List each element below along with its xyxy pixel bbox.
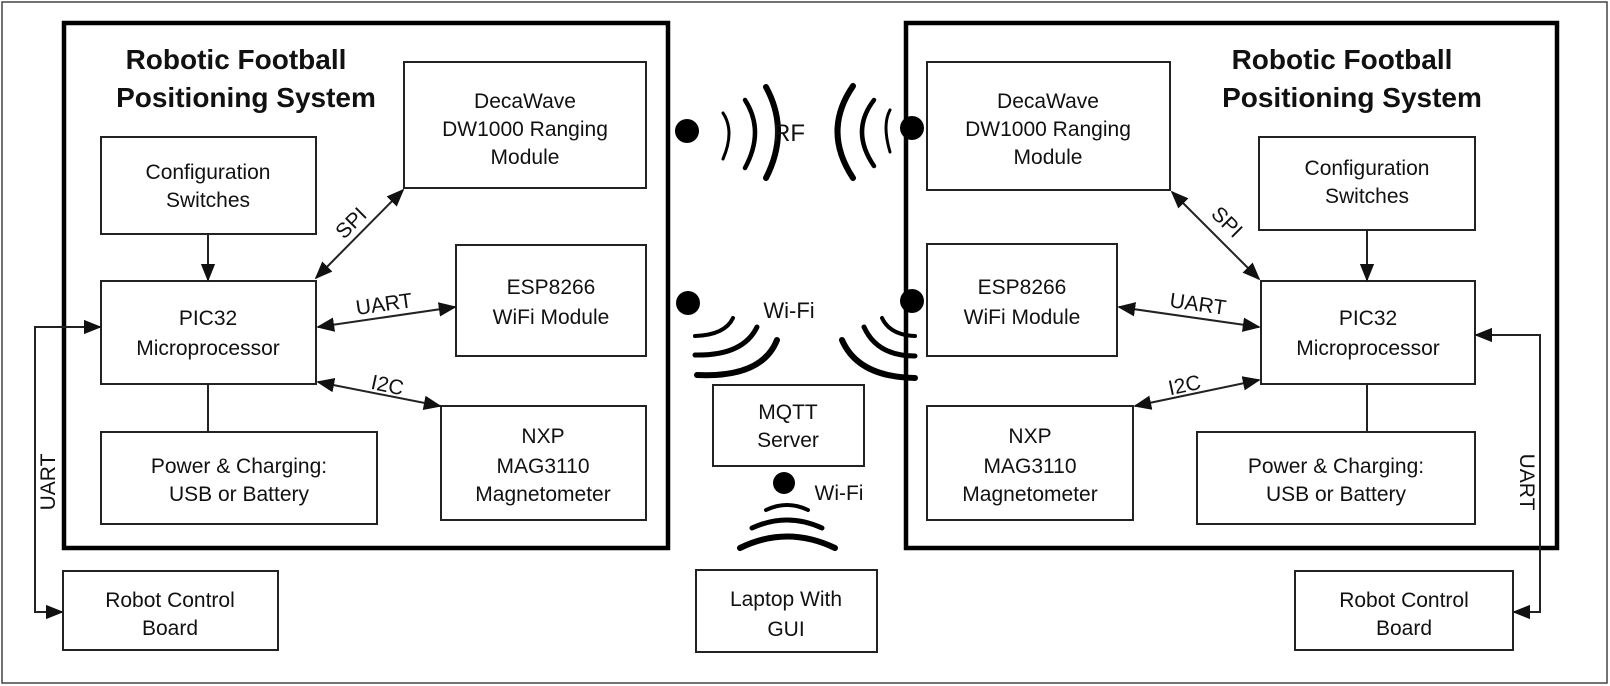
left-robot-control-box: Robot Control Board (62, 570, 279, 651)
right-wifi-antenna-icon (900, 289, 924, 313)
left-rf-wave-icon (721, 111, 731, 161)
right-decawave-line2: DW1000 Ranging (965, 118, 1131, 141)
right-power-line1: Power & Charging: (1248, 455, 1424, 478)
left-robot-uart-label: UART (37, 453, 60, 510)
right-spi-label: SPI (1206, 202, 1246, 242)
left-pic32-box: PIC32 Microprocessor (100, 280, 317, 385)
left-title-line2: Positioning System (116, 82, 376, 113)
left-i2c-label: I2C (369, 371, 406, 400)
right-title-line2: Positioning System (1222, 82, 1482, 113)
right-config-box: Configuration Switches (1258, 136, 1476, 231)
right-nxp-line3: Magnetometer (962, 483, 1097, 506)
left-nxp-box: NXP MAG3110 Magnetometer (440, 405, 647, 521)
mqtt-line1: MQTT (758, 401, 818, 424)
right-title-line1: Robotic Football (1232, 44, 1453, 75)
right-config-line1: Configuration (1305, 157, 1430, 180)
right-pic32-box: PIC32 Microprocessor (1260, 280, 1476, 385)
left-config-line1: Configuration (146, 161, 271, 184)
left-node-panel: Robotic Football Positioning System Deca… (61, 20, 671, 551)
right-rf-antenna-icon (900, 116, 924, 140)
left-robot-uart-arrow (34, 319, 102, 620)
wifi-label: Wi-Fi (763, 298, 814, 323)
right-esp-line2: WiFi Module (964, 306, 1081, 329)
right-power-box: Power & Charging: USB or Battery (1196, 431, 1476, 525)
right-esp-line1: ESP8266 (978, 276, 1067, 299)
right-pic32-line2: Microprocessor (1296, 337, 1440, 360)
right-panel-border (903, 20, 1560, 551)
right-robot-uart-arrow (1474, 327, 1541, 620)
laptop-line1: Laptop With (730, 588, 842, 611)
left-nxp-line1: NXP (521, 425, 564, 448)
left-panel-border (61, 20, 671, 551)
right-spi-arrow (1170, 190, 1261, 281)
left-spi-label: SPI (331, 203, 371, 243)
left-esp-line1: ESP8266 (507, 276, 596, 299)
right-robot-line2: Board (1376, 617, 1432, 640)
left-decawave-line2: DW1000 Ranging (442, 118, 608, 141)
left-decawave-line3: Module (491, 146, 560, 169)
left-title-line1: Robotic Football (126, 44, 347, 75)
rf-label: RF (773, 120, 805, 147)
right-robot-control-box: Robot Control Board (1294, 570, 1514, 651)
left-spi-arrow (314, 188, 405, 280)
right-i2c-label: I2C (1166, 371, 1203, 400)
left-rf-antenna-icon (675, 119, 699, 143)
left-pic32-line2: Microprocessor (136, 337, 280, 360)
right-decawave-line1: DecaWave (997, 90, 1099, 113)
left-wifi-antenna-icon (676, 291, 700, 315)
right-rf-wave-icon (834, 83, 856, 181)
laptop-wifi-antenna-icon (773, 472, 795, 494)
left-uart-arrow (316, 302, 457, 332)
laptop-wifi-link: Wi-Fi (737, 472, 864, 551)
left-wifi-wave-icon (693, 316, 735, 338)
left-power-line1: Power & Charging: (151, 455, 327, 478)
left-power-line2: USB or Battery (169, 483, 310, 506)
left-i2c-arrow (316, 378, 442, 410)
right-uart-arrow (1117, 302, 1261, 332)
rf-link: RF (675, 83, 924, 181)
laptop-wifi-wave-icon (764, 503, 810, 512)
mqtt-server-box: MQTT Server (712, 384, 865, 467)
right-config-line2: Switches (1325, 185, 1409, 208)
mqtt-line2: Server (757, 429, 819, 452)
right-nxp-line2: MAG3110 (984, 455, 1077, 478)
left-config-box: Configuration Switches (100, 136, 317, 235)
left-decawave-box: DecaWave DW1000 Ranging Module (403, 61, 647, 189)
left-nxp-line2: MAG3110 (497, 455, 590, 478)
right-nxp-box: NXP MAG3110 Magnetometer (926, 405, 1134, 521)
laptop-wifi-label: Wi-Fi (815, 482, 864, 505)
right-esp-box: ESP8266 WiFi Module (926, 243, 1118, 357)
right-node-panel: Robotic Football Positioning System Deca… (903, 20, 1560, 551)
laptop-line2: GUI (767, 618, 804, 641)
left-decawave-line1: DecaWave (474, 90, 576, 113)
right-decawave-box: DecaWave DW1000 Ranging Module (926, 61, 1171, 191)
wifi-link: Wi-Fi (676, 289, 924, 381)
right-power-line2: USB or Battery (1266, 483, 1407, 506)
left-nxp-line3: Magnetometer (475, 483, 610, 506)
left-esp-line2: WiFi Module (493, 306, 610, 329)
left-power-box: Power & Charging: USB or Battery (100, 431, 378, 525)
left-robot-line1: Robot Control (105, 589, 235, 612)
left-robot-line2: Board (142, 617, 198, 640)
left-pic32-line1: PIC32 (179, 307, 237, 330)
left-esp-box: ESP8266 WiFi Module (455, 244, 647, 357)
right-decawave-line3: Module (1014, 146, 1083, 169)
right-robot-line1: Robot Control (1339, 589, 1469, 612)
right-wifi-wave-icon (880, 316, 917, 338)
right-i2c-arrow (1133, 376, 1261, 410)
right-pic32-line1: PIC32 (1339, 307, 1397, 330)
right-robot-uart-label: UART (1515, 454, 1538, 511)
right-nxp-line1: NXP (1008, 425, 1051, 448)
laptop-gui-box: Laptop With GUI (695, 569, 878, 653)
left-config-line2: Switches (166, 189, 250, 212)
